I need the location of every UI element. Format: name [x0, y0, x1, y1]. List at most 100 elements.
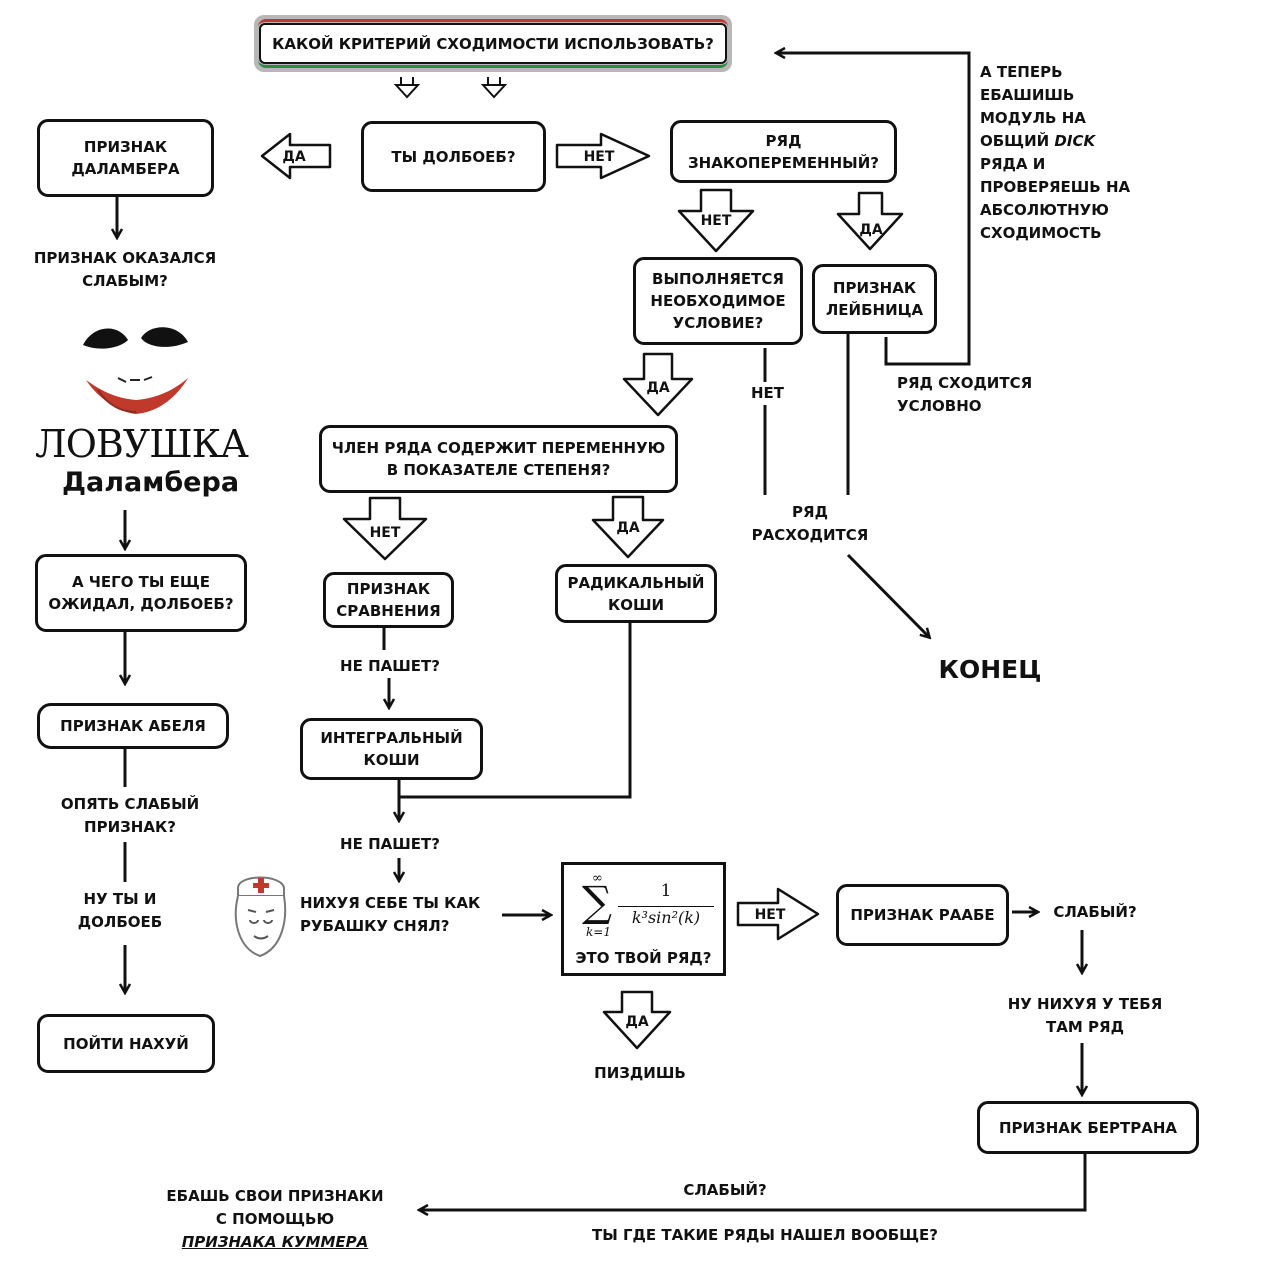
arrow-rashod-to-konec — [846, 553, 929, 637]
text-net-neobh: НЕТ — [740, 382, 795, 405]
text-slabym-line1: ПРИЗНАК ОКАЗАЛСЯ — [33, 249, 217, 267]
node-dolboeb-label: ТЫ ДОЛБОЕБ? — [391, 147, 516, 166]
block-arrow-da-down-4 — [602, 990, 672, 1050]
node-dalamber-line2: ДАЛАМБЕРА — [71, 160, 180, 178]
block-arrow-net-right-2 — [736, 887, 820, 941]
joker-word-lovushka: ЛОВУШКА — [35, 422, 249, 466]
block-arrow-da-down-3 — [591, 495, 665, 559]
block-arrow-da-down-2 — [622, 352, 694, 417]
node-integr: ИНТЕГРАЛЬНЫЙ КОШИ — [300, 718, 483, 780]
block-arrow-da-left — [260, 132, 332, 180]
text-ebash: ЕБАШЬ СВОИ ПРИЗНАКИ С ПОМОЩЬЮ ПРИЗНАКА К… — [150, 1185, 400, 1254]
node-chlen-line2: В ПОКАЗАТЕЛЕ СТЕПЕНЯ? — [386, 461, 611, 479]
node-integr-line1: ИНТЕГРАЛЬНЫЙ — [320, 729, 463, 747]
node-neobh-line3: УСЛОВИЕ? — [672, 314, 764, 332]
label-net-1: НЕТ — [584, 149, 615, 165]
doctor-face-icon — [234, 876, 287, 958]
node-dalamber: ПРИЗНАК ДАЛАМБЕРА — [37, 119, 214, 197]
node-leibnic-line2: ЛЕЙБНИЦА — [825, 301, 924, 319]
text-a-teper-line4: ОБЩИЙ DICK — [980, 130, 1160, 153]
node-radkoshi-line1: РАДИКАЛЬНЫЙ — [567, 573, 705, 592]
sum-upper-limit: ∞ — [592, 871, 603, 886]
text-uslovno-line2: УСЛОВНО — [897, 397, 982, 415]
node-raabe-label: ПРИЗНАК РААБЕ — [850, 906, 995, 924]
page-title: КАКОЙ КРИТЕРИЙ СХОДИМОСТИ ИСПОЛЬЗОВАТЬ? — [259, 23, 727, 64]
block-arrow-net-down-2 — [342, 496, 428, 561]
formula-box: ∞ ∑ k=1 1 k³sin²(k) ЭТО ТВОЙ РЯД? — [561, 862, 726, 976]
label-da-1: ДА — [282, 149, 305, 165]
node-integr-line2: КОШИ — [363, 751, 420, 769]
node-dalamber-line1: ПРИЗНАК — [83, 138, 168, 156]
text-opyat: ОПЯТЬ СЛАБЫЙ ПРИЗНАК? — [40, 793, 220, 839]
node-leibnic-line1: ПРИЗНАК — [832, 279, 917, 297]
block-arrow-net-down-1 — [677, 188, 755, 253]
text-slabyi-1: СЛАБЫЙ? — [1053, 903, 1137, 921]
label-net-3: НЕТ — [370, 525, 401, 541]
node-leibnic: ПРИЗНАК ЛЕЙБНИЦА — [812, 264, 937, 334]
joker-word-dalambera: Даламбера — [62, 467, 240, 498]
block-arrow-da-down-1 — [836, 191, 904, 251]
text-eto-tvoi: ЭТО ТВОЙ РЯД? — [575, 949, 712, 967]
text-pizdish: ПИЗДИШЬ — [594, 1064, 686, 1082]
text-gde-takie: ТЫ ГДЕ ТАКИЕ РЯДЫ НАШЕЛ ВООБЩЕ? — [592, 1226, 938, 1244]
label-da-2: ДА — [859, 222, 882, 238]
title-banner: КАКОЙ КРИТЕРИЙ СХОДИМОСТИ ИСПОЛЬЗОВАТЬ? — [254, 15, 732, 72]
text-nu-nikhuya-line2: ТАМ РЯД — [1046, 1018, 1124, 1036]
node-znakoperem-line1: РЯД — [765, 131, 802, 150]
text-slabyi-2: СЛАБЫЙ? — [683, 1181, 767, 1199]
text-konec: КОНЕЦ — [938, 655, 1042, 684]
node-abel-label: ПРИЗНАК АБЕЛЯ — [60, 717, 206, 735]
text-ebash-line1: ЕБАШЬ СВОИ ПРИЗНАКИ — [166, 1187, 384, 1205]
arrow-leibnic-to-title — [777, 53, 971, 366]
node-znakoperem-line2: ЗНАКОПЕРЕМЕННЫЙ? — [688, 153, 879, 172]
text-nu-ty: НУ ТЫ И ДОЛБОЕБ — [60, 888, 180, 934]
sum-sign: ∑ — [582, 877, 612, 926]
node-neobh: ВЫПОЛНЯЕТСЯ НЕОБХОДИМОЕ УСЛОВИЕ? — [633, 257, 803, 345]
text-nikhuya-line1: НИХУЯ СЕБЕ ТЫ КАК — [300, 894, 481, 912]
line-radkoshi-to-merge — [399, 622, 632, 799]
sum-lower-limit: k=1 — [586, 925, 611, 939]
text-a-teper-line2: ЕБАШИШЬ — [980, 86, 1075, 104]
text-a-teper: А ТЕПЕРЬ ЕБАШИШЬ МОДУЛЬ НА ОБЩИЙ DICK РЯ… — [980, 61, 1160, 245]
label-da-3: ДА — [646, 380, 669, 396]
node-abel: ПРИЗНАК АБЕЛЯ — [37, 703, 229, 749]
text-nu-nikhuya-line1: НУ НИХУЯ У ТЕБЯ — [1007, 995, 1163, 1013]
node-radkoshi: РАДИКАЛЬНЫЙ КОШИ — [555, 564, 717, 623]
text-opyat-line2: ПРИЗНАК? — [84, 818, 176, 836]
text-nikhuya: НИХУЯ СЕБЕ ТЫ КАК РУБАШКУ СНЯЛ? — [300, 892, 500, 938]
node-chlen: ЧЛЕН РЯДА СОДЕРЖИТ ПЕРЕМЕННУЮ В ПОКАЗАТЕ… — [319, 425, 678, 493]
block-arrow-net-right — [555, 132, 651, 180]
text-rashoditsya: РЯД РАСХОДИТСЯ — [740, 501, 880, 547]
text-ebash-line2: С ПОМОЩЬЮ — [215, 1210, 335, 1228]
fraction-line — [618, 906, 714, 907]
text-a-teper-line4b: DICK — [1054, 132, 1096, 150]
text-nikhuya-line2: РУБАШКУ СНЯЛ? — [300, 917, 450, 935]
text-nu-ty-line2: ДОЛБОЕБ — [77, 913, 163, 931]
text-nu-ty-line1: НУ ТЫ И — [83, 890, 157, 908]
node-poiti-label: ПОЙТИ НАХУЙ — [63, 1034, 189, 1053]
node-bertran-label: ПРИЗНАК БЕРТРАНА — [998, 1118, 1178, 1137]
text-rashoditsya-line1: РЯД — [792, 503, 828, 521]
label-net-4: НЕТ — [755, 907, 786, 923]
node-bertran: ПРИЗНАК БЕРТРАНА — [977, 1101, 1199, 1154]
text-nu-nikhuya: НУ НИХУЯ У ТЕБЯ ТАМ РЯД — [990, 993, 1180, 1039]
text-a-teper-line1: А ТЕПЕРЬ — [980, 63, 1063, 81]
text-opyat-line1: ОПЯТЬ СЛАБЫЙ — [60, 795, 200, 813]
node-radkoshi-line2: КОШИ — [607, 595, 665, 614]
node-neobh-line2: НЕОБХОДИМОЕ — [650, 292, 786, 310]
node-sravn-line2: СРАВНЕНИЯ — [336, 602, 441, 620]
node-znakoperem: РЯД ЗНАКОПЕРЕМЕННЫЙ? — [670, 120, 897, 183]
text-rashoditsya-line2: РАСХОДИТСЯ — [751, 526, 869, 544]
node-neobh-line1: ВЫПОЛНЯЕТСЯ — [652, 270, 784, 288]
text-uslovno: РЯД СХОДИТСЯ УСЛОВНО — [897, 372, 1047, 418]
text-a-teper-line3: МОДУЛЬ НА — [980, 109, 1086, 127]
label-net-2: НЕТ — [701, 213, 732, 229]
text-ebash-line3: ПРИЗНАКА КУММЕРА — [181, 1233, 369, 1251]
text-a-teper-line7: АБСОЛЮТНУЮ — [980, 201, 1109, 219]
small-down-arrow-2 — [480, 77, 508, 99]
title-stripes — [258, 19, 728, 68]
node-raabe: ПРИЗНАК РААБЕ — [836, 884, 1009, 946]
label-da-5: ДА — [625, 1014, 648, 1030]
small-down-arrow-1 — [393, 77, 421, 99]
fraction-denominator: k³sin²(k) — [631, 908, 701, 927]
